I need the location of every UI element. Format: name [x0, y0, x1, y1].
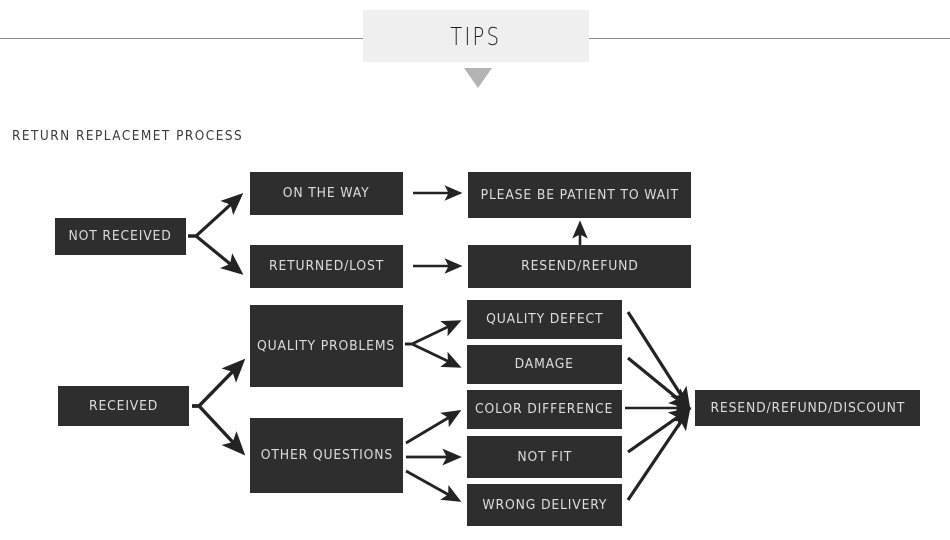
- flow-node-received: RECEIVED: [58, 386, 189, 426]
- tips-title: TIPS: [450, 21, 502, 51]
- triangle-down-icon: [464, 68, 492, 88]
- flow-node-label: ON THE WAY: [283, 185, 370, 202]
- flow-node-wrong-delivery: WRONG DELIVERY: [467, 484, 622, 526]
- flow-node-returned-lost: RETURNED/LOST: [250, 245, 403, 288]
- edge-wrong-delivery-to-outcome: [626, 407, 691, 501]
- tips-banner-box: TIPS: [363, 10, 589, 62]
- edge-quality-problems-to-quality-defect: [405, 320, 462, 346]
- flow-node-label: NOT RECEIVED: [68, 228, 173, 245]
- edge-quality-problems-to-damage: [405, 342, 462, 368]
- flow-node-damage: DAMAGE: [467, 345, 622, 384]
- edge-not-fit-to-outcome: [627, 407, 692, 454]
- flow-node-label: WRONG DELIVERY: [482, 496, 607, 513]
- flow-node-label: RESEND/REFUND/DISCOUNT: [710, 399, 905, 416]
- edge-not-received-to-returned-lost: [188, 234, 244, 275]
- edge-damage-to-outcome: [626, 356, 692, 410]
- flow-node-label: RETURNED/LOST: [268, 258, 385, 275]
- flow-node-on-the-way: ON THE WAY: [250, 172, 403, 215]
- header-rule-right: [588, 38, 950, 39]
- flow-node-label: QUALITY PROBLEMS: [257, 337, 396, 354]
- page-title: RETURN REPLACEMET PROCESS: [12, 129, 244, 144]
- header-banner: TIPS: [0, 0, 950, 100]
- flow-node-color-difference: COLOR DIFFERENCE: [467, 390, 622, 429]
- flow-node-please-wait: PLEASE BE PATIENT TO WAIT: [468, 172, 691, 218]
- flow-node-label: RECEIVED: [88, 397, 159, 414]
- flow-node-quality-defect: QUALITY DEFECT: [467, 300, 622, 339]
- edge-received-to-other-questions: [192, 404, 246, 456]
- edge-other-questions-to-color-difference: [405, 409, 462, 445]
- flow-node-label: NOT FIT: [517, 448, 572, 465]
- header-rule-left: [0, 38, 366, 39]
- flow-node-quality-problems: QUALITY PROBLEMS: [250, 305, 403, 387]
- edge-quality-defect-to-outcome: [626, 311, 691, 410]
- flow-node-label: OTHER QUESTIONS: [260, 447, 393, 464]
- flow-node-label: COLOR DIFFERENCE: [475, 401, 614, 418]
- flow-node-label: DAMAGE: [514, 356, 575, 373]
- flow-node-resend-refund: RESEND/REFUND: [468, 245, 691, 288]
- flow-node-label: PLEASE BE PATIENT TO WAIT: [480, 186, 679, 203]
- flow-node-label: QUALITY DEFECT: [485, 311, 604, 328]
- flow-node-not-received: NOT RECEIVED: [55, 218, 186, 255]
- edge-other-questions-to-wrong-delivery: [405, 469, 462, 502]
- flow-node-label: RESEND/REFUND: [520, 258, 639, 275]
- edge-received-to-quality-problems: [192, 358, 246, 408]
- flow-node-not-fit: NOT FIT: [467, 436, 622, 478]
- flow-node-other-questions: OTHER QUESTIONS: [250, 418, 403, 493]
- edge-not-received-to-on-the-way: [188, 192, 244, 238]
- flow-node-resend-refund-discount: RESEND/REFUND/DISCOUNT: [695, 390, 920, 426]
